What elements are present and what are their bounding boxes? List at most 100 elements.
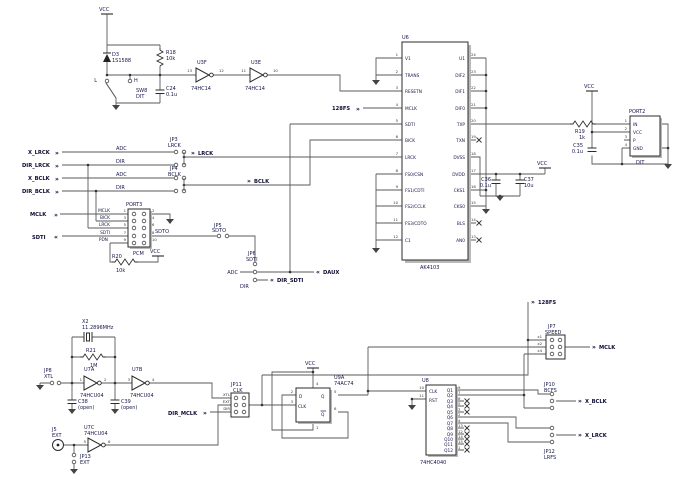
jp7-ref: JP7 (547, 324, 556, 330)
net-128fs-out: 128FS (538, 300, 556, 306)
pin-num: 1 (458, 445, 461, 450)
arrow-icon: » (55, 163, 59, 170)
junction-dots (70, 73, 670, 447)
pin-num: 2 (396, 69, 399, 74)
capacitor-c38: C38 (open) (67, 399, 94, 411)
j5-ref: J5 (51, 427, 57, 433)
c36-value: 0.1u (480, 183, 491, 189)
u6-pin: DIF2 (455, 73, 465, 79)
u6-pin: BLS (457, 221, 465, 227)
u8-q: Q4 (447, 404, 453, 410)
u6-pin: TXN (455, 138, 465, 144)
pin-num: 4 (152, 215, 155, 220)
jp10-name: BCFS (544, 388, 557, 394)
jp11-row-dir: DIR (223, 406, 230, 411)
c35-value: 0.1u (572, 149, 583, 155)
net-x-bclk-out: X_BCLK (585, 399, 608, 405)
pin-num: 9 (124, 237, 127, 242)
port3-row-lrck: LRCK (99, 222, 110, 228)
u6-pin: LRCK (405, 155, 416, 161)
c38-value: (open) (78, 405, 94, 411)
pin-num: 7 (396, 151, 399, 156)
jp6-ref: JP6 (247, 251, 256, 257)
arrow-icon: » (247, 178, 251, 185)
net-x-bclk: X_BCLK (28, 176, 51, 182)
ff-clk: CLK (298, 404, 306, 410)
pin-num: 15 (471, 200, 476, 205)
pin-num: 6 (396, 134, 399, 139)
reset-circuit: VCC D3 1S1588 R18 10k L H SW8 DIT C24 0.… (94, 7, 278, 100)
jp7-name: SPEED (545, 330, 562, 336)
u6-pin: V1 (405, 56, 411, 62)
resistor-r21: R21 1M (79, 348, 107, 369)
port2-pin: P (633, 138, 636, 144)
arrow-icon: » (531, 299, 535, 306)
u6-pin: DIF0 (455, 106, 465, 112)
arrow-icon: » (54, 212, 58, 219)
clock-select: DIR_MCLK » JP11 CLK XTL EXT DIR U9A 74AC… (168, 361, 354, 430)
u8-q: Q2 (447, 393, 453, 399)
u7b-part: 74HCU04 (130, 393, 154, 399)
jp4-name: BCLK (168, 172, 182, 178)
inverter-u3e: U3E 74HC14 11 10 (241, 60, 278, 92)
jp5-name: SDTO (212, 228, 226, 234)
u8-q: Q7 (447, 421, 453, 427)
jp10-ref: JP10 (543, 382, 555, 388)
pin-num: 10 (419, 385, 424, 390)
pin-num: 4 (152, 377, 155, 382)
port2-ref: PORT2 (629, 109, 645, 115)
u3f-pin-in: 13 (187, 68, 192, 73)
decoupling-caps: C36 0.1u C37 10u VCC (480, 161, 548, 189)
ff-d: D (299, 394, 303, 400)
wires-output-right (468, 91, 669, 197)
pin-num: 6 (458, 396, 461, 401)
pin-num: 5 (124, 222, 127, 227)
port3-row-sdti: SDTI (100, 230, 110, 236)
jp12-ref: JP12 (543, 449, 555, 455)
crystal-oscillator: X2 11.2896MHz R21 1M U7A 74HCU04 1 2 U7B… (43, 319, 155, 411)
pin-num: 11 (393, 217, 398, 222)
jumper-jp5: JP5 SDTO (212, 223, 230, 239)
u6-pin: DIF1 (455, 89, 465, 95)
pin-num: 5 (334, 389, 337, 394)
pin-num: 4 (396, 102, 399, 107)
pin-num: 4 (316, 381, 319, 386)
pin-num: 1 (124, 208, 127, 213)
pin-num: 13 (458, 423, 463, 428)
u6-pin: DVDD (452, 172, 465, 178)
net-x-lrck: X_LRCK (28, 150, 51, 156)
u6-pin: SDTI (405, 122, 415, 128)
switch-pos-l: L (94, 78, 97, 84)
inverter-u3f: U3F 74HC14 13 12 (187, 60, 224, 92)
u3e-pin-out: 10 (273, 68, 278, 73)
j5-name: EXT (52, 433, 62, 439)
pin-num: 9 (458, 385, 461, 390)
d3-ref: D3 (112, 52, 119, 58)
u9a-part: 74AC74 (334, 381, 354, 387)
jp12-name: LRFS (544, 455, 556, 461)
pin-num: 4 (625, 142, 628, 147)
pin-num: 3 (625, 134, 628, 139)
pin-num: 5 (84, 439, 87, 444)
pin-num: 3 (458, 407, 461, 412)
adc-label: ADC (116, 146, 127, 152)
u7a-part: 74HCU04 (80, 393, 104, 399)
r18-value: 10k (166, 56, 175, 62)
pin-num: 2 (458, 412, 461, 417)
x2-ref: X2 (82, 319, 89, 325)
c39-ref: C39 (121, 399, 131, 405)
arrow-icon: » (55, 189, 59, 196)
net-daux: DAUX (323, 270, 339, 276)
pin-num: 1 (396, 52, 399, 57)
port3-row-mclk: MCLK (98, 208, 110, 214)
u3f-part: 74HC14 (191, 86, 211, 92)
pin-num: 16 (471, 184, 476, 189)
jp11-row-xtl: XTL (223, 392, 231, 397)
port3-row-pdn: PDN (99, 237, 108, 243)
adc-label: ADC (227, 270, 238, 276)
port2-name: DIT (636, 160, 645, 166)
jp8-ref: JP8 (43, 368, 52, 374)
pin-num: 24 (471, 52, 476, 57)
pin-num: 12 (393, 234, 398, 239)
